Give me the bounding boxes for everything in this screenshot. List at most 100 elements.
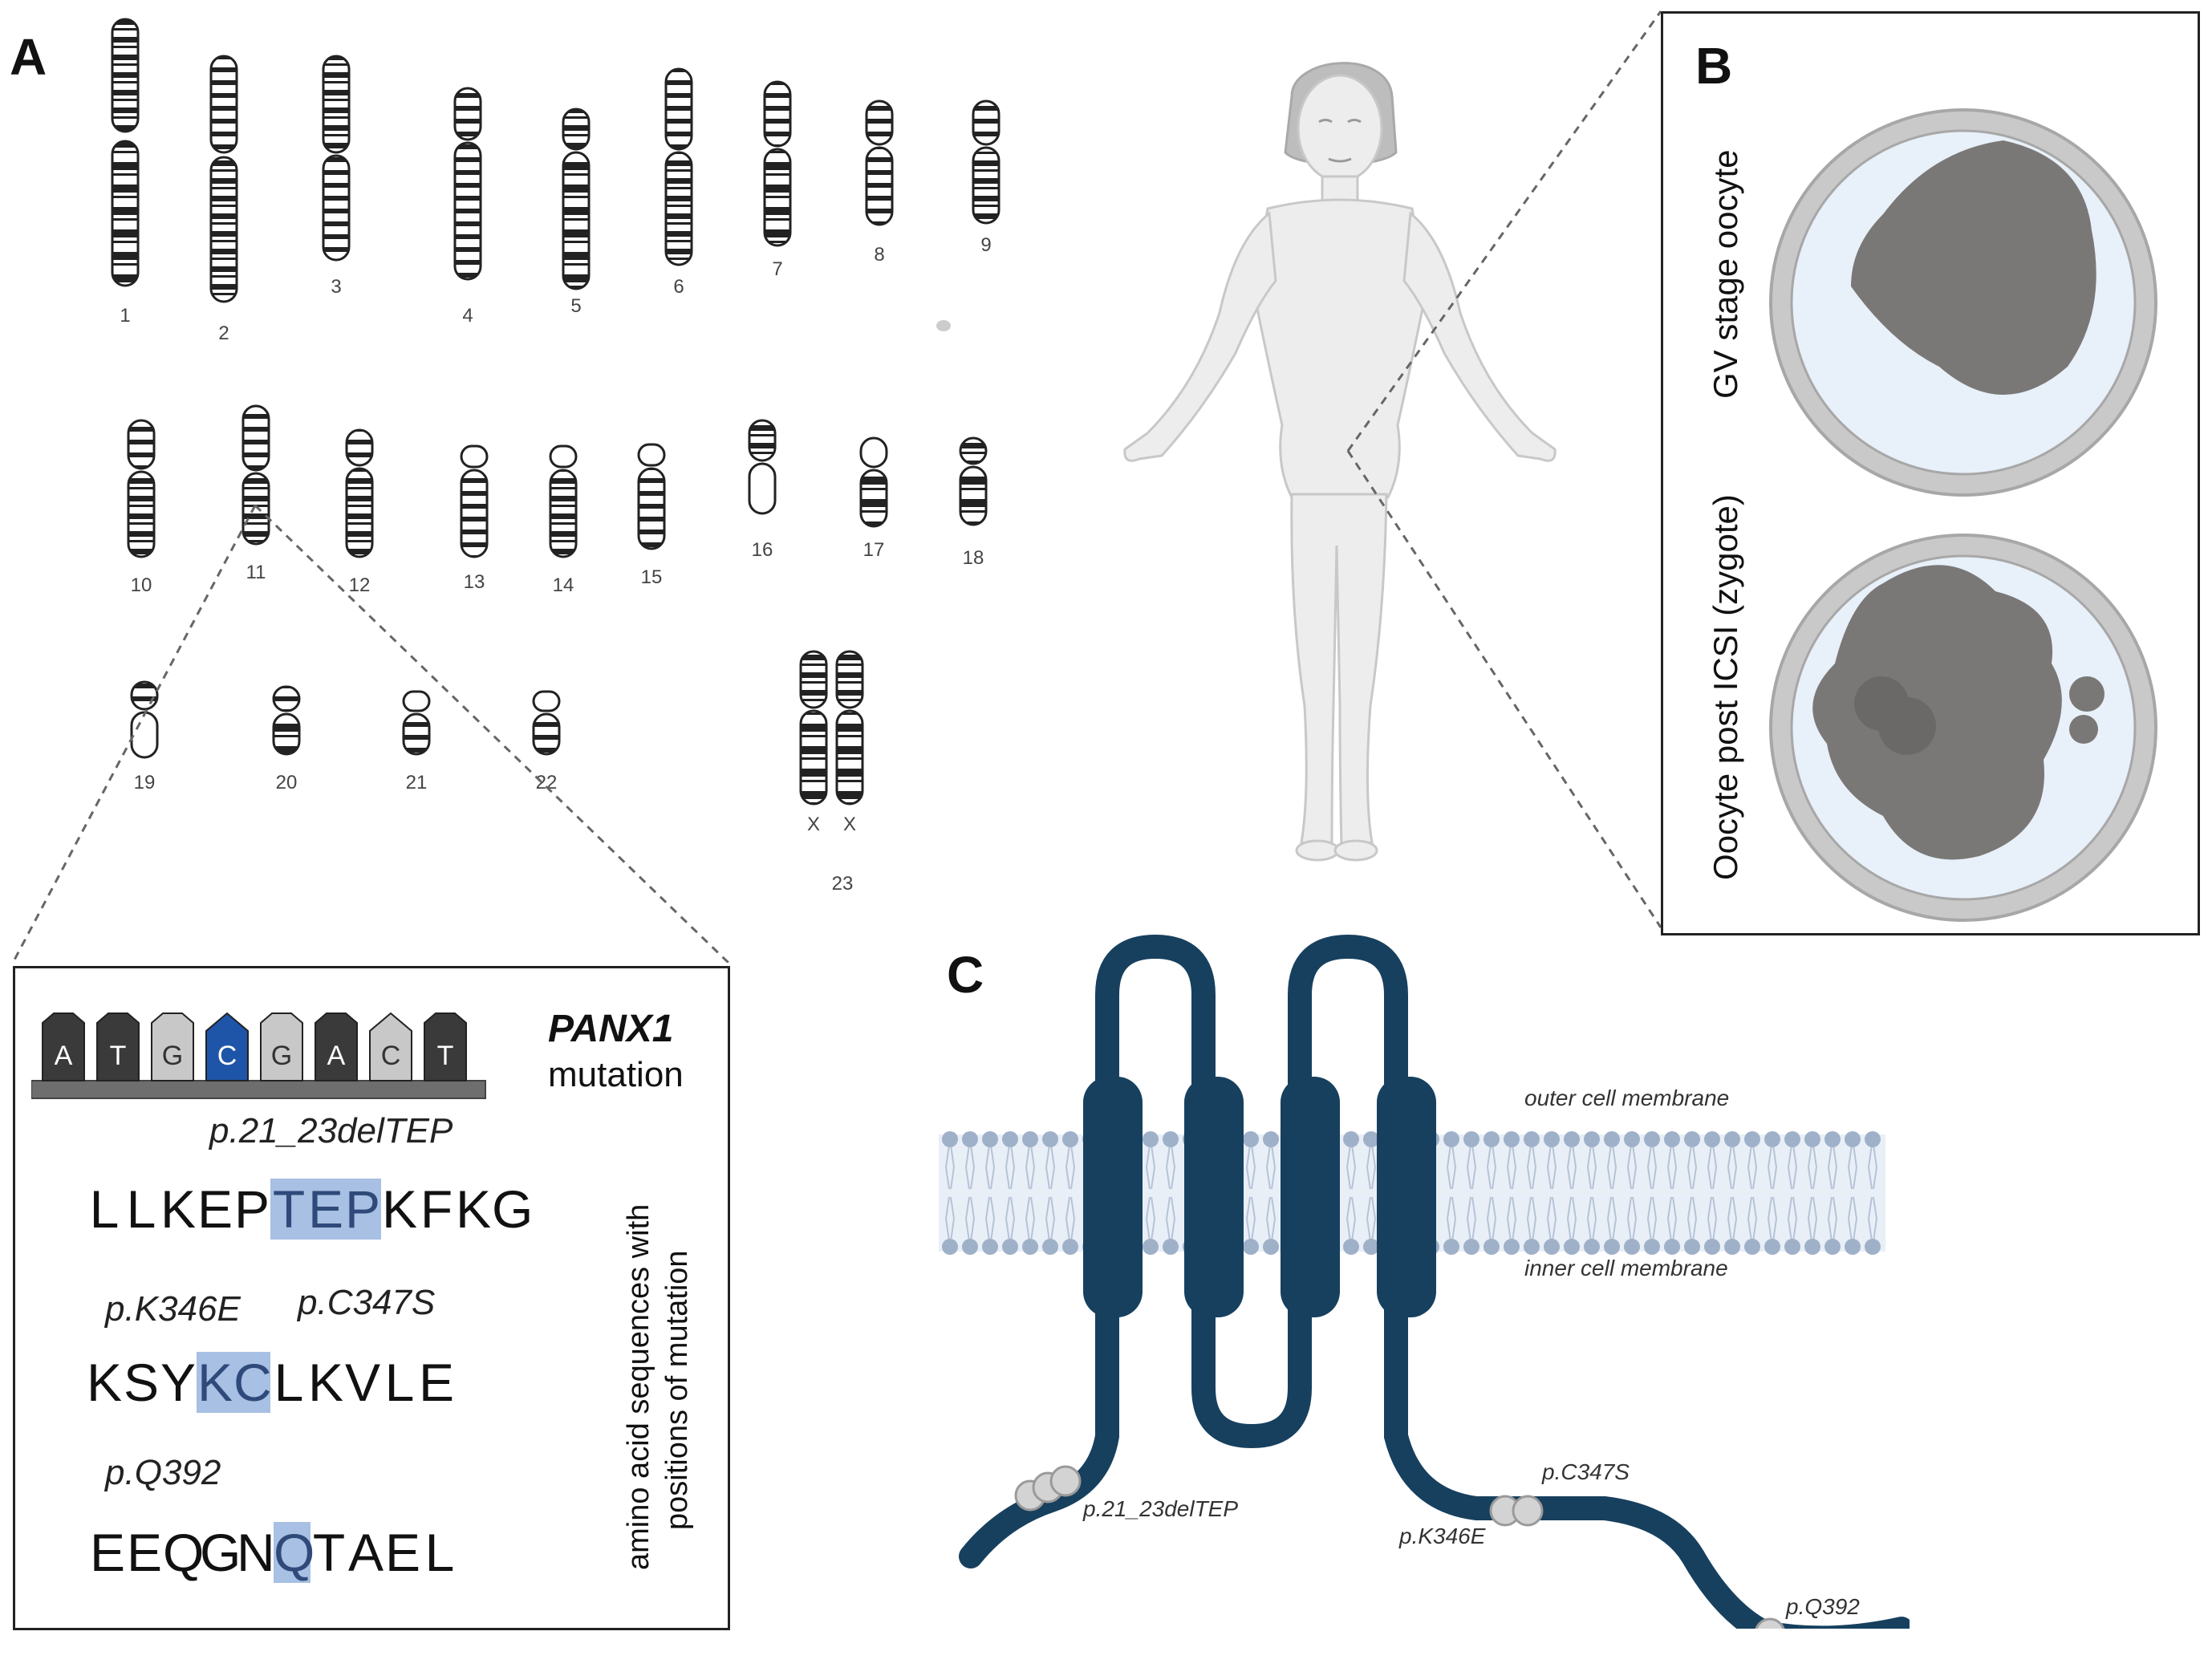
- amino-acid-letter: A: [347, 1523, 384, 1582]
- amino-acid-letter: C: [233, 1352, 272, 1413]
- lipid-head: [1443, 1131, 1459, 1147]
- dna-base-shape: [424, 1012, 467, 1081]
- chrom-label-5: 5: [570, 295, 582, 317]
- amino-acid-letter: P: [233, 1179, 270, 1239]
- zoom-lines-a: [11, 504, 730, 963]
- amino-acid-letter: E: [89, 1523, 126, 1582]
- chromosome-8: [865, 99, 894, 226]
- chrom-label-12: 12: [348, 574, 371, 596]
- lipid-head: [1824, 1131, 1841, 1147]
- lipid-head: [1804, 1131, 1820, 1147]
- lipid-head: [1504, 1239, 1520, 1255]
- chromosome-18: [959, 436, 988, 526]
- dna-base-letter: G: [271, 1041, 292, 1071]
- amino-acid-letter: E: [307, 1179, 344, 1240]
- lipid-head: [1845, 1131, 1861, 1147]
- chrom-label-9: 9: [980, 234, 992, 256]
- amino-acid-letter: K: [86, 1353, 123, 1412]
- panel-b-letter: B: [1695, 37, 1733, 95]
- lipid-head: [1042, 1131, 1058, 1147]
- lipid-head: [1263, 1239, 1279, 1255]
- lipid-head: [1564, 1239, 1580, 1255]
- lipid-head: [1784, 1131, 1800, 1147]
- lipid-head: [1343, 1239, 1359, 1255]
- lipid-head: [1764, 1239, 1780, 1255]
- amino-acid-letter: K: [307, 1353, 344, 1412]
- lipid-head: [1784, 1239, 1800, 1255]
- chrom-label-4: 4: [462, 305, 473, 327]
- chrom-label-15: 15: [640, 566, 663, 588]
- amino-acid-letter: L: [274, 1353, 304, 1412]
- site-label-k346e: p.K346E: [1398, 1524, 1486, 1548]
- chrom-label-6: 6: [673, 276, 684, 298]
- chromosome-16: [748, 419, 777, 515]
- lipid-head: [1664, 1131, 1680, 1147]
- site-label-deltep: p.21_23delTEP: [1082, 1496, 1238, 1521]
- karyotype-chromosomes: [111, 18, 1000, 806]
- dna-base-shape: [260, 1012, 303, 1081]
- chrom-label-18: 18: [962, 547, 984, 569]
- amino-acid-letter: Q: [274, 1522, 315, 1583]
- lipid-head: [1845, 1239, 1861, 1255]
- amino-acid-letter: K: [381, 1179, 418, 1239]
- lipid-head: [982, 1131, 998, 1147]
- dna-base-shape: [42, 1012, 85, 1081]
- lipid-head: [1363, 1131, 1379, 1147]
- lipid-head: [1343, 1131, 1359, 1147]
- gene-name: PANX1: [548, 1008, 674, 1050]
- sequence-side-caption-1: amino acid sequences with: [622, 1203, 656, 1570]
- gv-oocyte: [1769, 108, 2157, 497]
- lipid-head: [1644, 1239, 1660, 1255]
- gv-oocyte-label: GV stage oocyte: [1707, 149, 1744, 399]
- site-label-q392: p.Q392: [1785, 1594, 1860, 1619]
- lipid-head: [1684, 1239, 1700, 1255]
- mutation-label-4: p.Q392: [105, 1453, 221, 1492]
- lipid-head: [962, 1239, 978, 1255]
- lipid-head: [942, 1131, 958, 1147]
- lipid-head: [1463, 1131, 1479, 1147]
- chromosome-22: [532, 690, 561, 756]
- sequence-side-caption-2: positions of mutation: [660, 1250, 694, 1530]
- amino-acid-letter: F: [420, 1179, 453, 1239]
- amino-acid-letter: L: [126, 1179, 156, 1239]
- chromosome-20: [272, 685, 301, 756]
- chrom-label-19: 19: [133, 772, 156, 793]
- amino-acid-letter: E: [126, 1523, 163, 1582]
- dna-base-shape: [315, 1012, 358, 1081]
- amino-acid-letter: P: [344, 1179, 381, 1240]
- lipid-head: [1544, 1239, 1560, 1255]
- chrom-label-x-left: X: [806, 814, 820, 835]
- lipid-head: [1042, 1239, 1058, 1255]
- lipid-head: [1022, 1131, 1038, 1147]
- dna-base-letter: A: [327, 1041, 346, 1071]
- chrom-label-13: 13: [463, 571, 485, 593]
- chrom-label-23: 23: [831, 873, 854, 895]
- lipid-head: [1664, 1239, 1680, 1255]
- amino-acid-letter: S: [123, 1353, 160, 1412]
- lipid-head: [1584, 1131, 1600, 1147]
- lipid-head: [1624, 1239, 1640, 1255]
- chromosome-11: [242, 404, 270, 546]
- mutation-label-1: p.21_23delTEP: [209, 1111, 453, 1150]
- chrom-label-20: 20: [275, 772, 298, 793]
- amino-acid-letter: G: [492, 1179, 534, 1239]
- chromosome-17: [859, 436, 888, 528]
- chrom-label-11: 11: [246, 562, 266, 583]
- amino-acid-letter: V: [344, 1353, 381, 1412]
- chrom-label-x-right: X: [842, 814, 856, 835]
- dna-base-letter: A: [55, 1041, 73, 1071]
- lipid-head: [1484, 1131, 1500, 1147]
- small-dot: [936, 320, 951, 331]
- amino-acid-letter: K: [197, 1352, 233, 1413]
- lipid-head: [1804, 1239, 1820, 1255]
- chromosome-4: [453, 87, 482, 281]
- lipid-head: [1644, 1131, 1660, 1147]
- outer-membrane-label: outer cell membrane: [1524, 1086, 1729, 1110]
- chromosome-14: [549, 444, 578, 558]
- amino-acid-letter: N: [237, 1523, 275, 1582]
- lipid-head: [1163, 1239, 1179, 1255]
- chrom-label-1: 1: [120, 305, 131, 327]
